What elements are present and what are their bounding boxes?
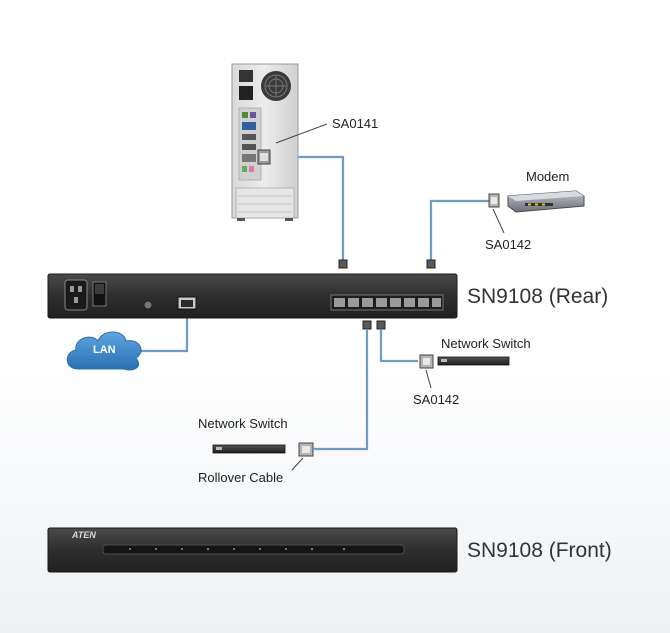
sn9108-rear-panel bbox=[47, 273, 458, 319]
modem-device bbox=[507, 190, 585, 213]
lan-label: LAN bbox=[93, 344, 116, 356]
lan-cloud bbox=[66, 331, 142, 371]
cables bbox=[134, 155, 493, 451]
rear-connectors bbox=[338, 259, 436, 330]
sa0141-leader bbox=[275, 123, 328, 144]
computer-tower bbox=[231, 63, 299, 221]
rollover-cable-label: Rollover Cable bbox=[198, 470, 284, 485]
sa0142-modem-label: SA0142 bbox=[485, 237, 532, 252]
sa0142-modem-leader bbox=[492, 208, 505, 234]
cable-lan-to-rear bbox=[134, 310, 189, 353]
front-title: SN9108 (Front) bbox=[467, 539, 612, 562]
serial-ports bbox=[330, 294, 444, 311]
network-switch-right-label: Network Switch bbox=[441, 336, 531, 351]
rear-title: SN9108 (Rear) bbox=[467, 285, 609, 308]
network-switch-left bbox=[212, 444, 286, 454]
rollover-cable-adapter bbox=[298, 442, 314, 457]
cable-modem-to-rear bbox=[429, 199, 493, 262]
sa0142-switch-adapter bbox=[419, 354, 434, 369]
aten-logo: ATEN bbox=[72, 530, 96, 540]
rollover-leader bbox=[291, 457, 304, 471]
cable-switch-to-rear bbox=[379, 330, 418, 363]
sa0141-label: SA0141 bbox=[332, 116, 379, 131]
sn9108-front-panel bbox=[47, 527, 458, 573]
network-switch-left-label: Network Switch bbox=[198, 416, 288, 431]
network-switch-right bbox=[437, 356, 510, 366]
sa0142-switch-label: SA0142 bbox=[413, 392, 460, 407]
modem-label: Modem bbox=[526, 169, 570, 184]
sa0142-switch-leader bbox=[425, 369, 432, 389]
sa0142-modem-adapter bbox=[488, 193, 500, 208]
cable-rollover-to-rear bbox=[314, 330, 369, 451]
